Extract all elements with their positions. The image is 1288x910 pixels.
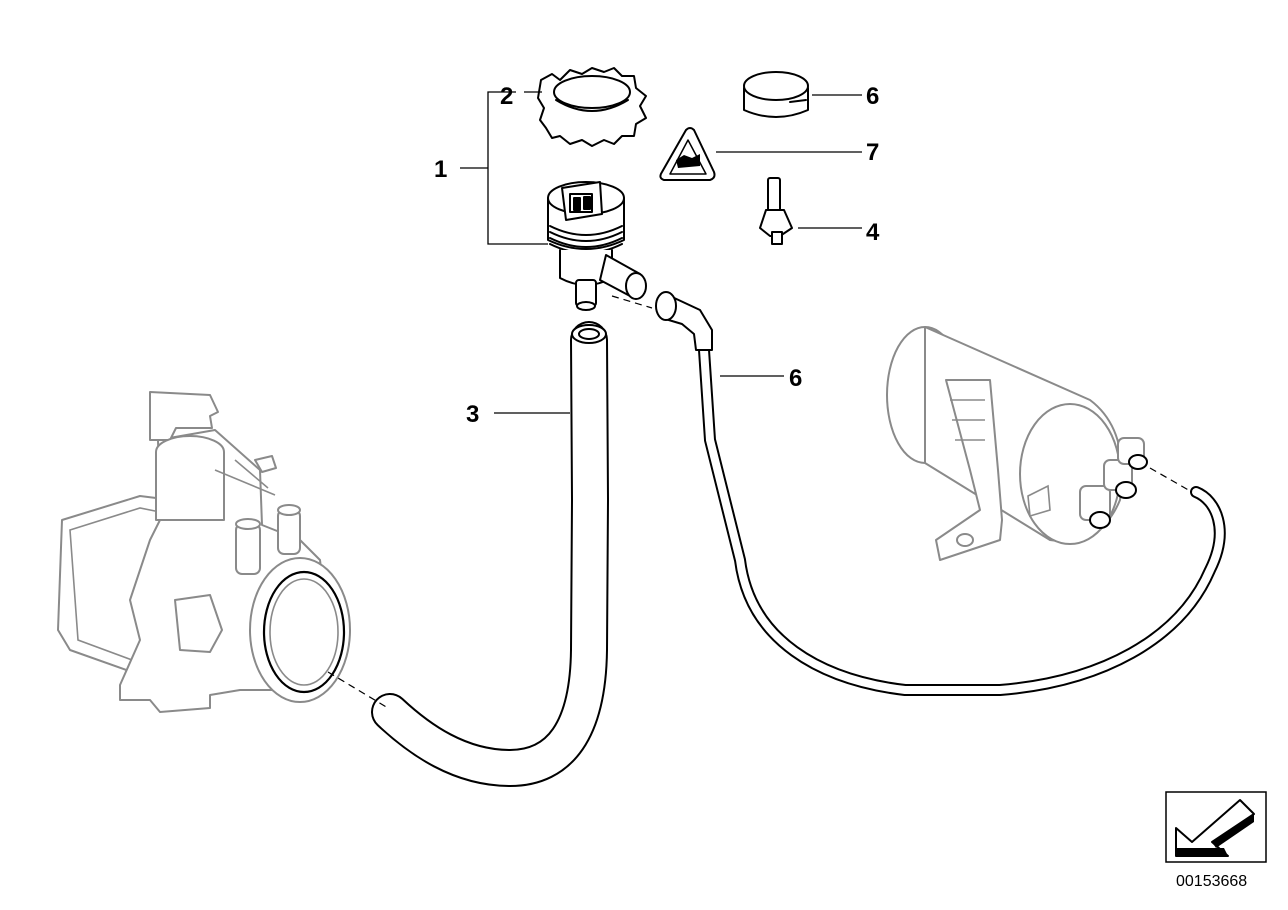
washer-pump-part (547, 181, 647, 311)
callout-1: 1 (434, 156, 447, 183)
cap-part (743, 71, 809, 118)
arrow-left-icon (1175, 799, 1255, 857)
throttle-body-drawing (57, 391, 351, 713)
callout-7: 7 (866, 139, 879, 166)
callout-4: 4 (866, 219, 880, 246)
callout-6-top: 6 (866, 83, 879, 110)
hose-part-3 (371, 321, 610, 788)
tank-drawing (886, 326, 1148, 561)
callout-3: 3 (466, 401, 479, 428)
plug-connector-part (759, 177, 793, 245)
reference-number: 00153668 (1176, 873, 1247, 890)
hose-part-6 (655, 291, 1226, 696)
dashed-connector-pump (611, 295, 653, 309)
warning-label-part (659, 127, 716, 181)
leader-lines (460, 91, 862, 414)
nav-arrow-box[interactable] (1165, 791, 1267, 863)
gear-ring-part (537, 67, 647, 147)
callout-6-middle: 6 (789, 365, 802, 392)
dashed-connector-right (1149, 467, 1193, 493)
callout-2: 2 (500, 83, 513, 110)
